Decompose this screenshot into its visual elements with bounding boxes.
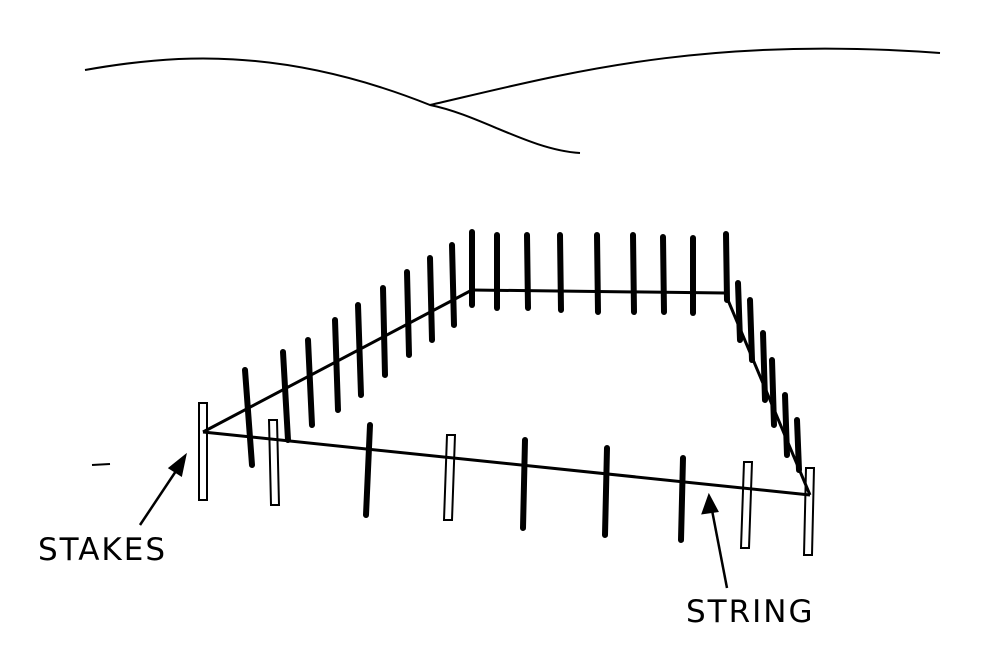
stake — [747, 297, 755, 363]
hill-ridge-line — [84, 47, 941, 107]
stakes-arrow-head — [167, 452, 187, 478]
stake — [769, 357, 777, 428]
string-arrow-shaft — [709, 504, 729, 589]
stake — [449, 242, 457, 328]
stake — [594, 232, 601, 315]
arrows — [138, 452, 729, 589]
stake — [602, 445, 610, 538]
string-label: STRING — [686, 594, 815, 630]
stake — [678, 455, 686, 543]
stakes-label: STAKES — [38, 532, 167, 568]
stake — [427, 255, 435, 343]
stake — [380, 285, 388, 378]
string-left-side — [202, 288, 473, 434]
string-right-side — [723, 292, 812, 496]
stakes — [198, 229, 816, 556]
stake — [404, 269, 412, 358]
stake — [242, 367, 255, 468]
stake — [660, 234, 667, 315]
stake — [739, 461, 754, 549]
stake — [267, 419, 281, 506]
string-back-side — [471, 288, 726, 295]
stake — [280, 349, 291, 443]
stake — [520, 437, 528, 531]
string-arrow-head — [701, 492, 719, 515]
stake — [524, 232, 531, 311]
stake — [198, 402, 208, 501]
hill-branch-line — [429, 104, 581, 154]
stake — [802, 467, 816, 556]
stake — [782, 392, 790, 458]
stake — [723, 231, 730, 303]
stake — [305, 337, 315, 428]
string-front-side — [202, 430, 811, 497]
stake — [630, 232, 637, 315]
stake — [557, 232, 564, 313]
stake — [442, 434, 457, 521]
string — [202, 288, 812, 497]
stray-mark — [91, 463, 111, 466]
stake — [332, 317, 341, 413]
hills — [84, 47, 941, 154]
stake — [363, 422, 373, 518]
stake — [794, 417, 802, 473]
